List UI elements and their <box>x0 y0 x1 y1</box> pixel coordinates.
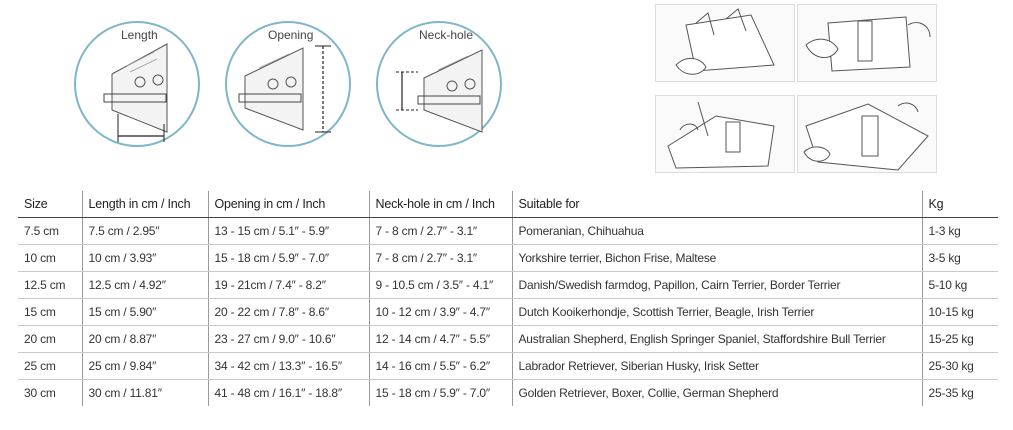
cell-kg: 25-30 kg <box>921 352 998 380</box>
cell-neck-hole: 7 - 8 cm / 2.7″ - 3.1″ <box>368 244 512 272</box>
neck-hole-diagram <box>374 14 504 154</box>
cell-suitable-for: Danish/Swedish farmdog, Papillon, Cairn … <box>511 271 922 299</box>
cell-neck-hole: 10 - 12 cm / 3.9″ - 4.7″ <box>368 298 512 326</box>
cell-length: 30 cm / 11.81″ <box>81 379 208 406</box>
header-opening: Opening in cm / Inch <box>207 191 369 218</box>
header-kg: Kg <box>921 191 998 218</box>
cell-length: 15 cm / 5.90″ <box>81 298 208 326</box>
cell-length: 25 cm / 9.84″ <box>81 352 208 380</box>
length-diagram <box>72 14 202 154</box>
table-row: 10 cm 10 cm / 3.93″ 15 - 18 cm / 5.9″ - … <box>18 244 998 272</box>
table-row: 12.5 cm 12.5 cm / 4.92″ 19 - 21cm / 7.4″… <box>18 271 998 299</box>
table-row: 20 cm 20 cm / 8.87″ 23 - 27 cm / 9.0″ - … <box>18 325 998 353</box>
cell-size: 15 cm <box>18 298 82 326</box>
cell-kg: 3-5 kg <box>921 244 998 272</box>
instruction-step-2-image <box>797 4 937 82</box>
cell-opening: 23 - 27 cm / 9.0″ - 10.6″ <box>207 325 369 353</box>
cell-neck-hole: 14 - 16 cm / 5.5″ - 6.2″ <box>368 352 512 380</box>
cell-suitable-for: Pomeranian, Chihuahua <box>511 217 922 245</box>
instruction-step-4-image <box>797 95 937 173</box>
cell-suitable-for: Labrador Retriever, Siberian Husky, Iris… <box>511 352 922 380</box>
cell-opening: 13 - 15 cm / 5.1″ - 5.9″ <box>207 217 369 245</box>
cell-suitable-for: Dutch Kooikerhondje, Scottish Terrier, B… <box>511 298 922 326</box>
cell-neck-hole: 15 - 18 cm / 5.9″ - 7.0″ <box>368 379 512 406</box>
cell-size: 20 cm <box>18 325 82 353</box>
opening-diagram <box>223 14 353 154</box>
size-table: Size Length in cm / Inch Opening in cm /… <box>18 191 998 406</box>
cell-suitable-for: Australian Shepherd, English Springer Sp… <box>511 325 922 353</box>
cell-kg: 1-3 kg <box>921 217 998 245</box>
cell-suitable-for: Yorkshire terrier, Bichon Frise, Maltese <box>511 244 922 272</box>
table-row: 15 cm 15 cm / 5.90″ 20 - 22 cm / 7.8″ - … <box>18 298 998 326</box>
cell-kg: 15-25 kg <box>921 325 998 353</box>
table-row: 25 cm 25 cm / 9.84″ 34 - 42 cm / 13.3″ -… <box>18 352 998 380</box>
cell-size: 25 cm <box>18 352 82 380</box>
cell-kg: 10-15 kg <box>921 298 998 326</box>
table-row: 30 cm 30 cm / 11.81″ 41 - 48 cm / 16.1″ … <box>18 379 998 406</box>
table-row: 7.5 cm 7.5 cm / 2.95″ 13 - 15 cm / 5.1″ … <box>18 217 998 245</box>
cell-opening: 41 - 48 cm / 16.1″ - 18.8″ <box>207 379 369 406</box>
cell-length: 10 cm / 3.93″ <box>81 244 208 272</box>
header-length: Length in cm / Inch <box>81 191 208 218</box>
header-size: Size <box>18 191 82 218</box>
header-neck-hole: Neck-hole in cm / Inch <box>368 191 512 218</box>
cell-opening: 15 - 18 cm / 5.9″ - 7.0″ <box>207 244 369 272</box>
cell-size: 12.5 cm <box>18 271 82 299</box>
cell-opening: 34 - 42 cm / 13.3″ - 16.5″ <box>207 352 369 380</box>
opening-label: Opening <box>268 28 314 42</box>
cell-size: 7.5 cm <box>18 217 82 245</box>
cell-neck-hole: 9 - 10.5 cm / 3.5″ - 4.1″ <box>368 271 512 299</box>
cell-neck-hole: 7 - 8 cm / 2.7″ - 3.1″ <box>368 217 512 245</box>
cell-opening: 19 - 21cm / 7.4″ - 8.2″ <box>207 271 369 299</box>
cell-length: 7.5 cm / 2.95″ <box>81 217 208 245</box>
cell-length: 12.5 cm / 4.92″ <box>81 271 208 299</box>
length-label: Length <box>121 28 158 42</box>
cell-neck-hole: 12 - 14 cm / 4.7″ - 5.5″ <box>368 325 512 353</box>
cell-suitable-for: Golden Retriever, Boxer, Collie, German … <box>511 379 922 406</box>
cell-size: 10 cm <box>18 244 82 272</box>
neck-hole-label: Neck-hole <box>419 28 474 42</box>
cell-length: 20 cm / 8.87″ <box>81 325 208 353</box>
cell-kg: 5-10 kg <box>921 271 998 299</box>
cell-kg: 25-35 kg <box>921 379 998 406</box>
header-suitable-for: Suitable for <box>511 191 922 218</box>
instruction-step-3-image <box>655 95 795 173</box>
cell-opening: 20 - 22 cm / 7.8″ - 8.6″ <box>207 298 369 326</box>
table-header-row: Size Length in cm / Inch Opening in cm /… <box>18 191 998 218</box>
cell-size: 30 cm <box>24 385 56 400</box>
instruction-step-1-image <box>655 4 795 82</box>
